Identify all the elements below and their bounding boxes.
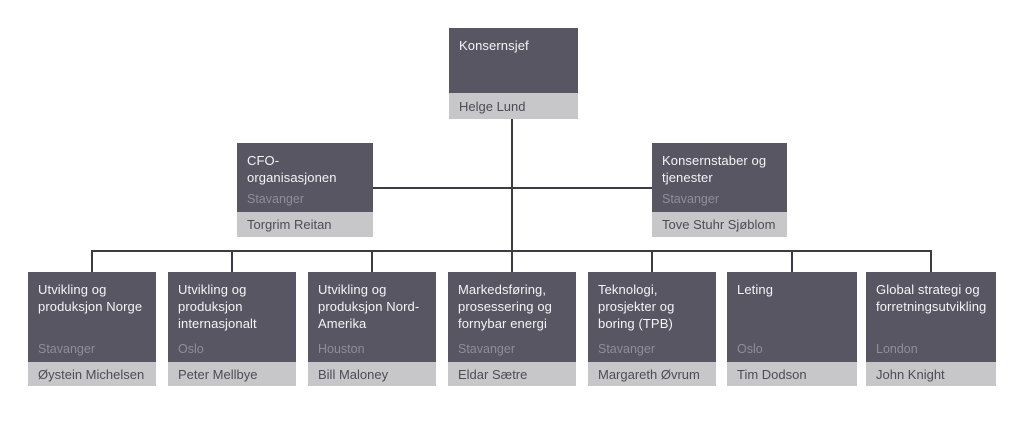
node-footer: John Knight (866, 362, 996, 386)
node-cfo-organisasjonen: CFO-organisasjonen Stavanger Torgrim Rei… (237, 143, 373, 237)
node-header: Konsernsjef (449, 28, 578, 93)
node-footer: Margareth Øvrum (588, 362, 716, 386)
connector-level2-horizontal (373, 187, 652, 189)
node-location: Stavanger (458, 342, 515, 356)
node-person-name: Tove Stuhr Sjøblom (662, 217, 776, 232)
node-title: Utvikling og produksjon internasjonalt (178, 282, 257, 331)
node-title: Leting (737, 282, 774, 297)
node-header: Utvikling og produksjon internasjonalt O… (168, 272, 296, 362)
node-title: Konsernstaber og tjenester (662, 153, 767, 185)
node-utvikling-produksjon-internasjonalt: Utvikling og produksjon internasjonalt O… (168, 272, 296, 386)
node-teknologi-prosjekter-boring: Teknologi, prosjekter og boring (TPB) St… (588, 272, 716, 386)
node-footer: Torgrim Reitan (237, 212, 373, 237)
connector-drop-2 (231, 250, 233, 273)
connector-ceo-vertical (511, 119, 513, 251)
connector-drop-1 (91, 250, 93, 273)
node-title: Teknologi, prosjekter og boring (TPB) (598, 282, 675, 331)
node-title: Utvikling og produksjon Norge (38, 282, 143, 314)
node-footer: Eldar Sætre (448, 362, 576, 386)
node-location: Stavanger (662, 192, 719, 206)
node-title: Konsernsjef (459, 38, 529, 53)
connector-drop-3 (371, 250, 373, 273)
node-person-name: Helge Lund (459, 98, 526, 114)
node-location: Stavanger (38, 342, 95, 356)
node-markedsforing-prosessering: Markedsføring, prosessering og fornybar … (448, 272, 576, 386)
node-location: Stavanger (247, 192, 304, 206)
node-header: CFO-organisasjonen Stavanger (237, 143, 373, 212)
node-person-name: Eldar Sætre (458, 366, 528, 382)
node-leting: Leting Oslo Tim Dodson (727, 272, 857, 386)
node-footer: Helge Lund (449, 93, 578, 119)
node-header: Konsernstaber og tjenester Stavanger (652, 143, 787, 212)
node-header: Markedsføring, prosessering og fornybar … (448, 272, 576, 362)
node-footer: Øystein Michelsen (28, 362, 156, 386)
node-konsernsjef: Konsernsjef Helge Lund (449, 28, 578, 119)
node-person-name: Bill Maloney (318, 366, 389, 382)
node-footer: Bill Maloney (308, 362, 436, 386)
node-location: Houston (318, 342, 365, 356)
connector-drop-5 (651, 250, 653, 273)
connector-drop-6 (791, 250, 793, 273)
node-person-name: Torgrim Reitan (247, 217, 332, 232)
node-header: Utvikling og produksjon Norge Stavanger (28, 272, 156, 362)
node-header: Global strategi og forretningsutvikling … (866, 272, 996, 362)
node-person-name: Tim Dodson (737, 366, 807, 382)
node-konsernstaber-og-tjenester: Konsernstaber og tjenester Stavanger Tov… (652, 143, 787, 237)
node-location: London (876, 342, 918, 356)
node-footer: Peter Mellbye (168, 362, 296, 386)
connector-drop-4 (511, 250, 513, 273)
node-person-name: Øystein Michelsen (38, 366, 145, 382)
node-footer: Tim Dodson (727, 362, 857, 386)
node-title: Utvikling og produksjon Nord-Amerika (318, 282, 420, 331)
node-header: Leting Oslo (727, 272, 857, 362)
connector-drop-7 (930, 250, 932, 273)
node-location: Stavanger (598, 342, 655, 356)
node-person-name: Margareth Øvrum (598, 366, 700, 382)
node-utvikling-produksjon-nord-amerika: Utvikling og produksjon Nord-Amerika Hou… (308, 272, 436, 386)
node-title: Markedsføring, prosessering og fornybar … (458, 282, 552, 331)
node-global-strategi: Global strategi og forretningsutvikling … (866, 272, 996, 386)
node-person-name: John Knight (876, 366, 945, 382)
node-header: Utvikling og produksjon Nord-Amerika Hou… (308, 272, 436, 362)
node-footer: Tove Stuhr Sjøblom (652, 212, 787, 237)
node-header: Teknologi, prosjekter og boring (TPB) St… (588, 272, 716, 362)
node-title: Global strategi og forretningsutvikling (876, 282, 987, 314)
node-location: Oslo (737, 342, 763, 356)
node-title: CFO-organisasjonen (247, 153, 337, 185)
node-person-name: Peter Mellbye (178, 366, 258, 382)
node-location: Oslo (178, 342, 204, 356)
node-utvikling-produksjon-norge: Utvikling og produksjon Norge Stavanger … (28, 272, 156, 386)
